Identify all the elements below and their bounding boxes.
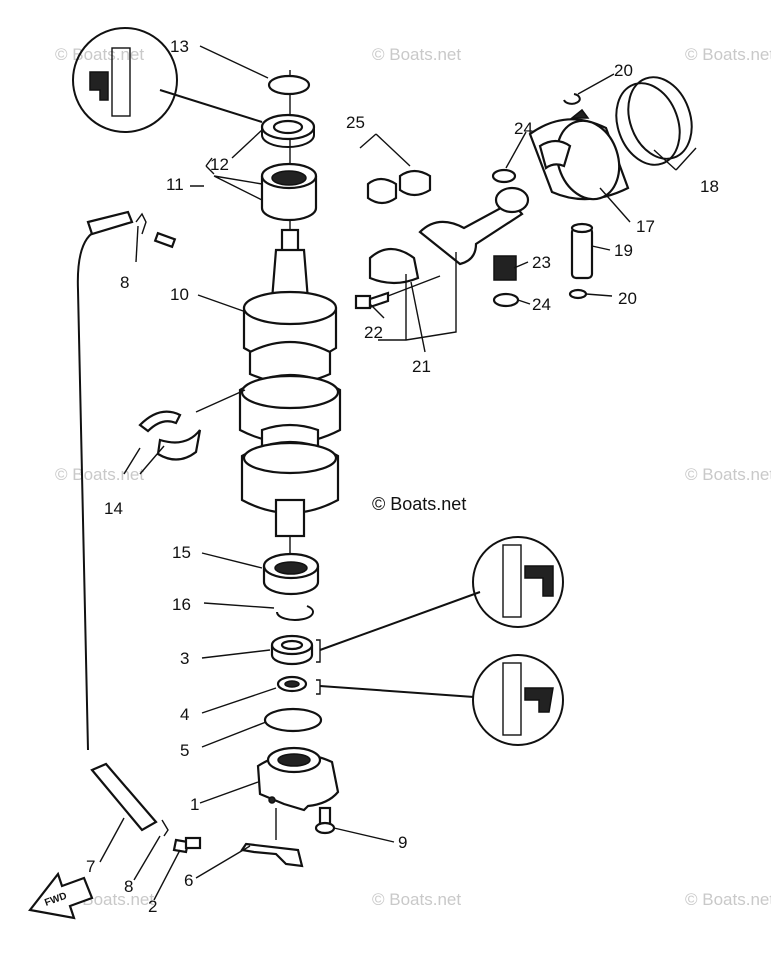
bearing-14 <box>138 389 246 461</box>
bearing-15 <box>262 552 320 596</box>
callout-9: 9 <box>398 833 407 852</box>
detail-circle-bottom <box>472 654 564 746</box>
bearing-11 <box>260 162 318 222</box>
bearing-housing-1 <box>256 746 340 812</box>
copyright-label: © Boats.net <box>372 494 466 514</box>
callout-10: 10 <box>170 285 189 304</box>
piston-rings-18 <box>615 76 693 166</box>
o-ring-13 <box>267 74 311 96</box>
callout-3: 3 <box>180 649 189 668</box>
bolt-22 <box>354 275 441 310</box>
fitting-top <box>135 212 177 249</box>
needle-bearing-25 <box>366 169 432 205</box>
callout-15: 15 <box>172 543 191 562</box>
watermark-top-right: © Boats.net <box>685 45 771 64</box>
fitting-bottom <box>161 819 202 854</box>
callout-12: 12 <box>210 155 229 174</box>
connecting-rod <box>418 186 530 266</box>
connecting-rod-cap-21 <box>368 247 420 285</box>
crankshaft-10 <box>238 228 342 538</box>
detail-circle-middle <box>472 536 564 628</box>
callout-6: 6 <box>184 871 193 890</box>
bracket-6 <box>240 842 304 868</box>
callout-13: 13 <box>170 37 189 56</box>
callout-11: 11 <box>166 175 184 194</box>
needle-bearing-23 <box>493 255 517 281</box>
callout-25: 25 <box>346 113 365 132</box>
callout-1: 1 <box>190 795 199 814</box>
piston-17 <box>528 108 630 201</box>
callout-16: 16 <box>172 595 191 614</box>
watermarks: © Boats.net © Boats.net © Boats.net © Bo… <box>55 45 771 909</box>
callout-22: 22 <box>364 323 383 342</box>
callout-2: 2 <box>148 897 157 916</box>
callout-7: 7 <box>86 857 95 876</box>
washer-24-top <box>491 168 517 184</box>
watermark-top-center: © Boats.net <box>372 45 461 64</box>
circlip-16 <box>276 605 314 621</box>
watermark-bottom-right: © Boats.net <box>685 890 771 909</box>
watermark-mid-right: © Boats.net <box>685 465 771 484</box>
piston-pin-19 <box>570 222 594 280</box>
callout-4: 4 <box>180 705 189 724</box>
callout-20-bottom: 20 <box>618 289 637 308</box>
callout-5: 5 <box>180 741 189 760</box>
oil-seal-12 <box>260 113 316 148</box>
bolt-9 <box>314 806 336 835</box>
oil-seal-3 <box>270 591 481 666</box>
detail-circle-top <box>72 27 263 133</box>
callout-14: 14 <box>104 499 123 518</box>
hose-7 <box>76 210 158 832</box>
oil-seal-4 <box>276 675 475 698</box>
o-ring-5 <box>263 707 323 733</box>
callout-8-bottom: 8 <box>124 877 133 896</box>
callout-17: 17 <box>636 217 655 236</box>
leader-lines <box>99 45 697 901</box>
clip-20-bottom <box>568 288 588 300</box>
callout-21: 21 <box>412 357 431 376</box>
callout-18: 18 <box>700 177 719 196</box>
washer-24-bottom <box>492 292 520 308</box>
watermark-mid-left: © Boats.net <box>55 465 144 484</box>
watermark-top-left: © Boats.net <box>55 45 144 64</box>
callout-8-top: 8 <box>120 273 129 292</box>
callout-24-bottom: 24 <box>532 295 551 314</box>
callout-20-top: 20 <box>614 61 633 80</box>
callout-24-top: 24 <box>514 119 533 138</box>
callout-23: 23 <box>532 253 551 272</box>
fwd-arrow-icon: FWD <box>28 871 94 920</box>
watermark-bottom-center: © Boats.net <box>372 890 461 909</box>
callout-labels: 13 12 11 8 10 25 22 21 23 24 24 20 20 19… <box>86 37 719 916</box>
clip-20-top <box>563 93 581 105</box>
callout-19: 19 <box>614 241 633 260</box>
